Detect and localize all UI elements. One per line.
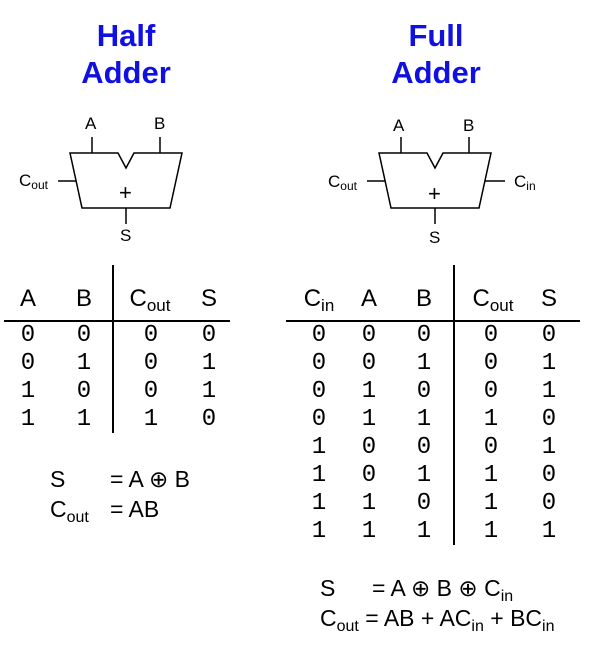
- full-adder-plus-symbol: +: [428, 181, 441, 206]
- full-table-cell: 1: [483, 518, 499, 545]
- half-table-cell: 0: [143, 322, 159, 349]
- full-adder-pin-s: S: [429, 228, 441, 247]
- full-table-cell: 0: [311, 406, 327, 433]
- half-eq-sum-lhs: S: [50, 466, 66, 492]
- full-table-cell: 1: [311, 434, 327, 461]
- full-table-header-s: S: [540, 285, 557, 312]
- full-table-cell: 0: [483, 350, 499, 377]
- half-table-vertical-rule: [112, 265, 114, 433]
- full-table-cell: 0: [483, 322, 499, 349]
- half-table-cell: 1: [76, 406, 92, 433]
- full-table-cell: 1: [483, 490, 499, 517]
- full-table-cell: 1: [416, 350, 432, 377]
- full-table-cell: 1: [311, 490, 327, 517]
- half-table-horizontal-rule: [4, 320, 230, 322]
- full-adder-title-line1: Full: [408, 18, 464, 53]
- full-table-cell: 1: [361, 518, 377, 545]
- half-table-cell: 0: [143, 378, 159, 405]
- half-adder-pin-b: B: [154, 114, 166, 133]
- full-table-cell: 0: [483, 434, 499, 461]
- full-table-cell: 1: [361, 490, 377, 517]
- full-table-cell: 1: [416, 462, 432, 489]
- half-table-cell: 0: [143, 350, 159, 377]
- full-adder-pin-cout: Cout: [328, 172, 357, 193]
- full-table-cell: 1: [541, 378, 557, 405]
- full-table-header-b: B: [415, 285, 432, 312]
- full-table-cell: 0: [361, 350, 377, 377]
- full-eq-sum-lhs: S: [320, 575, 336, 601]
- half-table-cell: 1: [76, 350, 92, 377]
- half-table-cell: 0: [76, 322, 92, 349]
- full-table-cell: 1: [541, 518, 557, 545]
- half-table-header-a: A: [19, 285, 36, 312]
- half-table-cell: 0: [76, 378, 92, 405]
- full-table-cell: 1: [361, 378, 377, 405]
- full-table-cell: 0: [416, 434, 432, 461]
- half-adder-pin-s: S: [120, 226, 132, 245]
- full-table-cell: 0: [541, 490, 557, 517]
- full-table-cell: 0: [361, 462, 377, 489]
- half-table-cell: 0: [20, 350, 36, 377]
- half-eq-cout-lhs: Cout: [50, 496, 89, 526]
- full-table-cell: 0: [541, 406, 557, 433]
- half-eq-sum-rhs: = A ⊕ B: [110, 466, 191, 492]
- full-adder-pin-cin: Cin: [514, 172, 536, 193]
- full-table-cell: 1: [361, 406, 377, 433]
- half-table-header-s: S: [200, 285, 217, 312]
- full-table-cell: 0: [541, 462, 557, 489]
- full-table-header-cin: Cin: [303, 285, 335, 315]
- half-eq-cout-rhs: = AB: [110, 496, 160, 522]
- full-table-cell: 0: [541, 322, 557, 349]
- full-table-cell: 0: [361, 434, 377, 461]
- half-table-cell: 1: [201, 350, 217, 377]
- full-adder-title: Full Adder: [336, 17, 536, 91]
- full-table-cell: 0: [416, 378, 432, 405]
- full-table-horizontal-rule: [286, 320, 580, 322]
- half-table-cell: 0: [20, 322, 36, 349]
- full-eq-sum-rhs: = A ⊕ B ⊕ Cin: [372, 575, 514, 605]
- half-table-cell: 1: [201, 378, 217, 405]
- half-adder-pin-a: A: [85, 114, 97, 133]
- full-table-cell: 0: [311, 378, 327, 405]
- half-adder-title-line1: Half: [96, 18, 156, 53]
- half-table-cell: 1: [20, 378, 36, 405]
- half-adder-pin-cout: Cout: [19, 171, 48, 192]
- half-table-cell: 0: [201, 322, 217, 349]
- full-table-cell: 0: [416, 490, 432, 517]
- full-table-cell: 0: [311, 350, 327, 377]
- full-table-cell: 1: [311, 518, 327, 545]
- full-table-cell: 0: [416, 322, 432, 349]
- full-table-vertical-rule: [453, 265, 455, 545]
- full-table-header-a: A: [360, 285, 377, 312]
- full-eq-cout: Cout = AB + ACin + BCin: [320, 605, 555, 635]
- half-table-cell: 1: [143, 406, 159, 433]
- full-adder-pin-b: B: [463, 116, 475, 135]
- full-adder-title-line2: Adder: [391, 55, 481, 90]
- full-table-cell: 1: [483, 406, 499, 433]
- half-adder-title: Half Adder: [26, 17, 226, 91]
- full-table-cell: 1: [541, 434, 557, 461]
- half-adder-plus-symbol: +: [119, 180, 132, 205]
- full-table-cell: 1: [311, 462, 327, 489]
- full-adder-pin-a: A: [393, 116, 405, 135]
- full-table-cell: 0: [483, 378, 499, 405]
- half-table-header-cout: Cout: [129, 285, 171, 315]
- full-table-cell: 1: [541, 350, 557, 377]
- full-table-cell: 1: [416, 518, 432, 545]
- half-adder-title-line2: Adder: [81, 55, 171, 90]
- full-table-cell: 1: [483, 462, 499, 489]
- full-table-header-cout: Cout: [472, 285, 514, 315]
- half-table-cell: 0: [201, 406, 217, 433]
- full-table-cell: 0: [311, 322, 327, 349]
- full-table-cell: 1: [416, 406, 432, 433]
- full-table-cell: 0: [361, 322, 377, 349]
- half-table-header-b: B: [75, 285, 92, 312]
- half-table-cell: 1: [20, 406, 36, 433]
